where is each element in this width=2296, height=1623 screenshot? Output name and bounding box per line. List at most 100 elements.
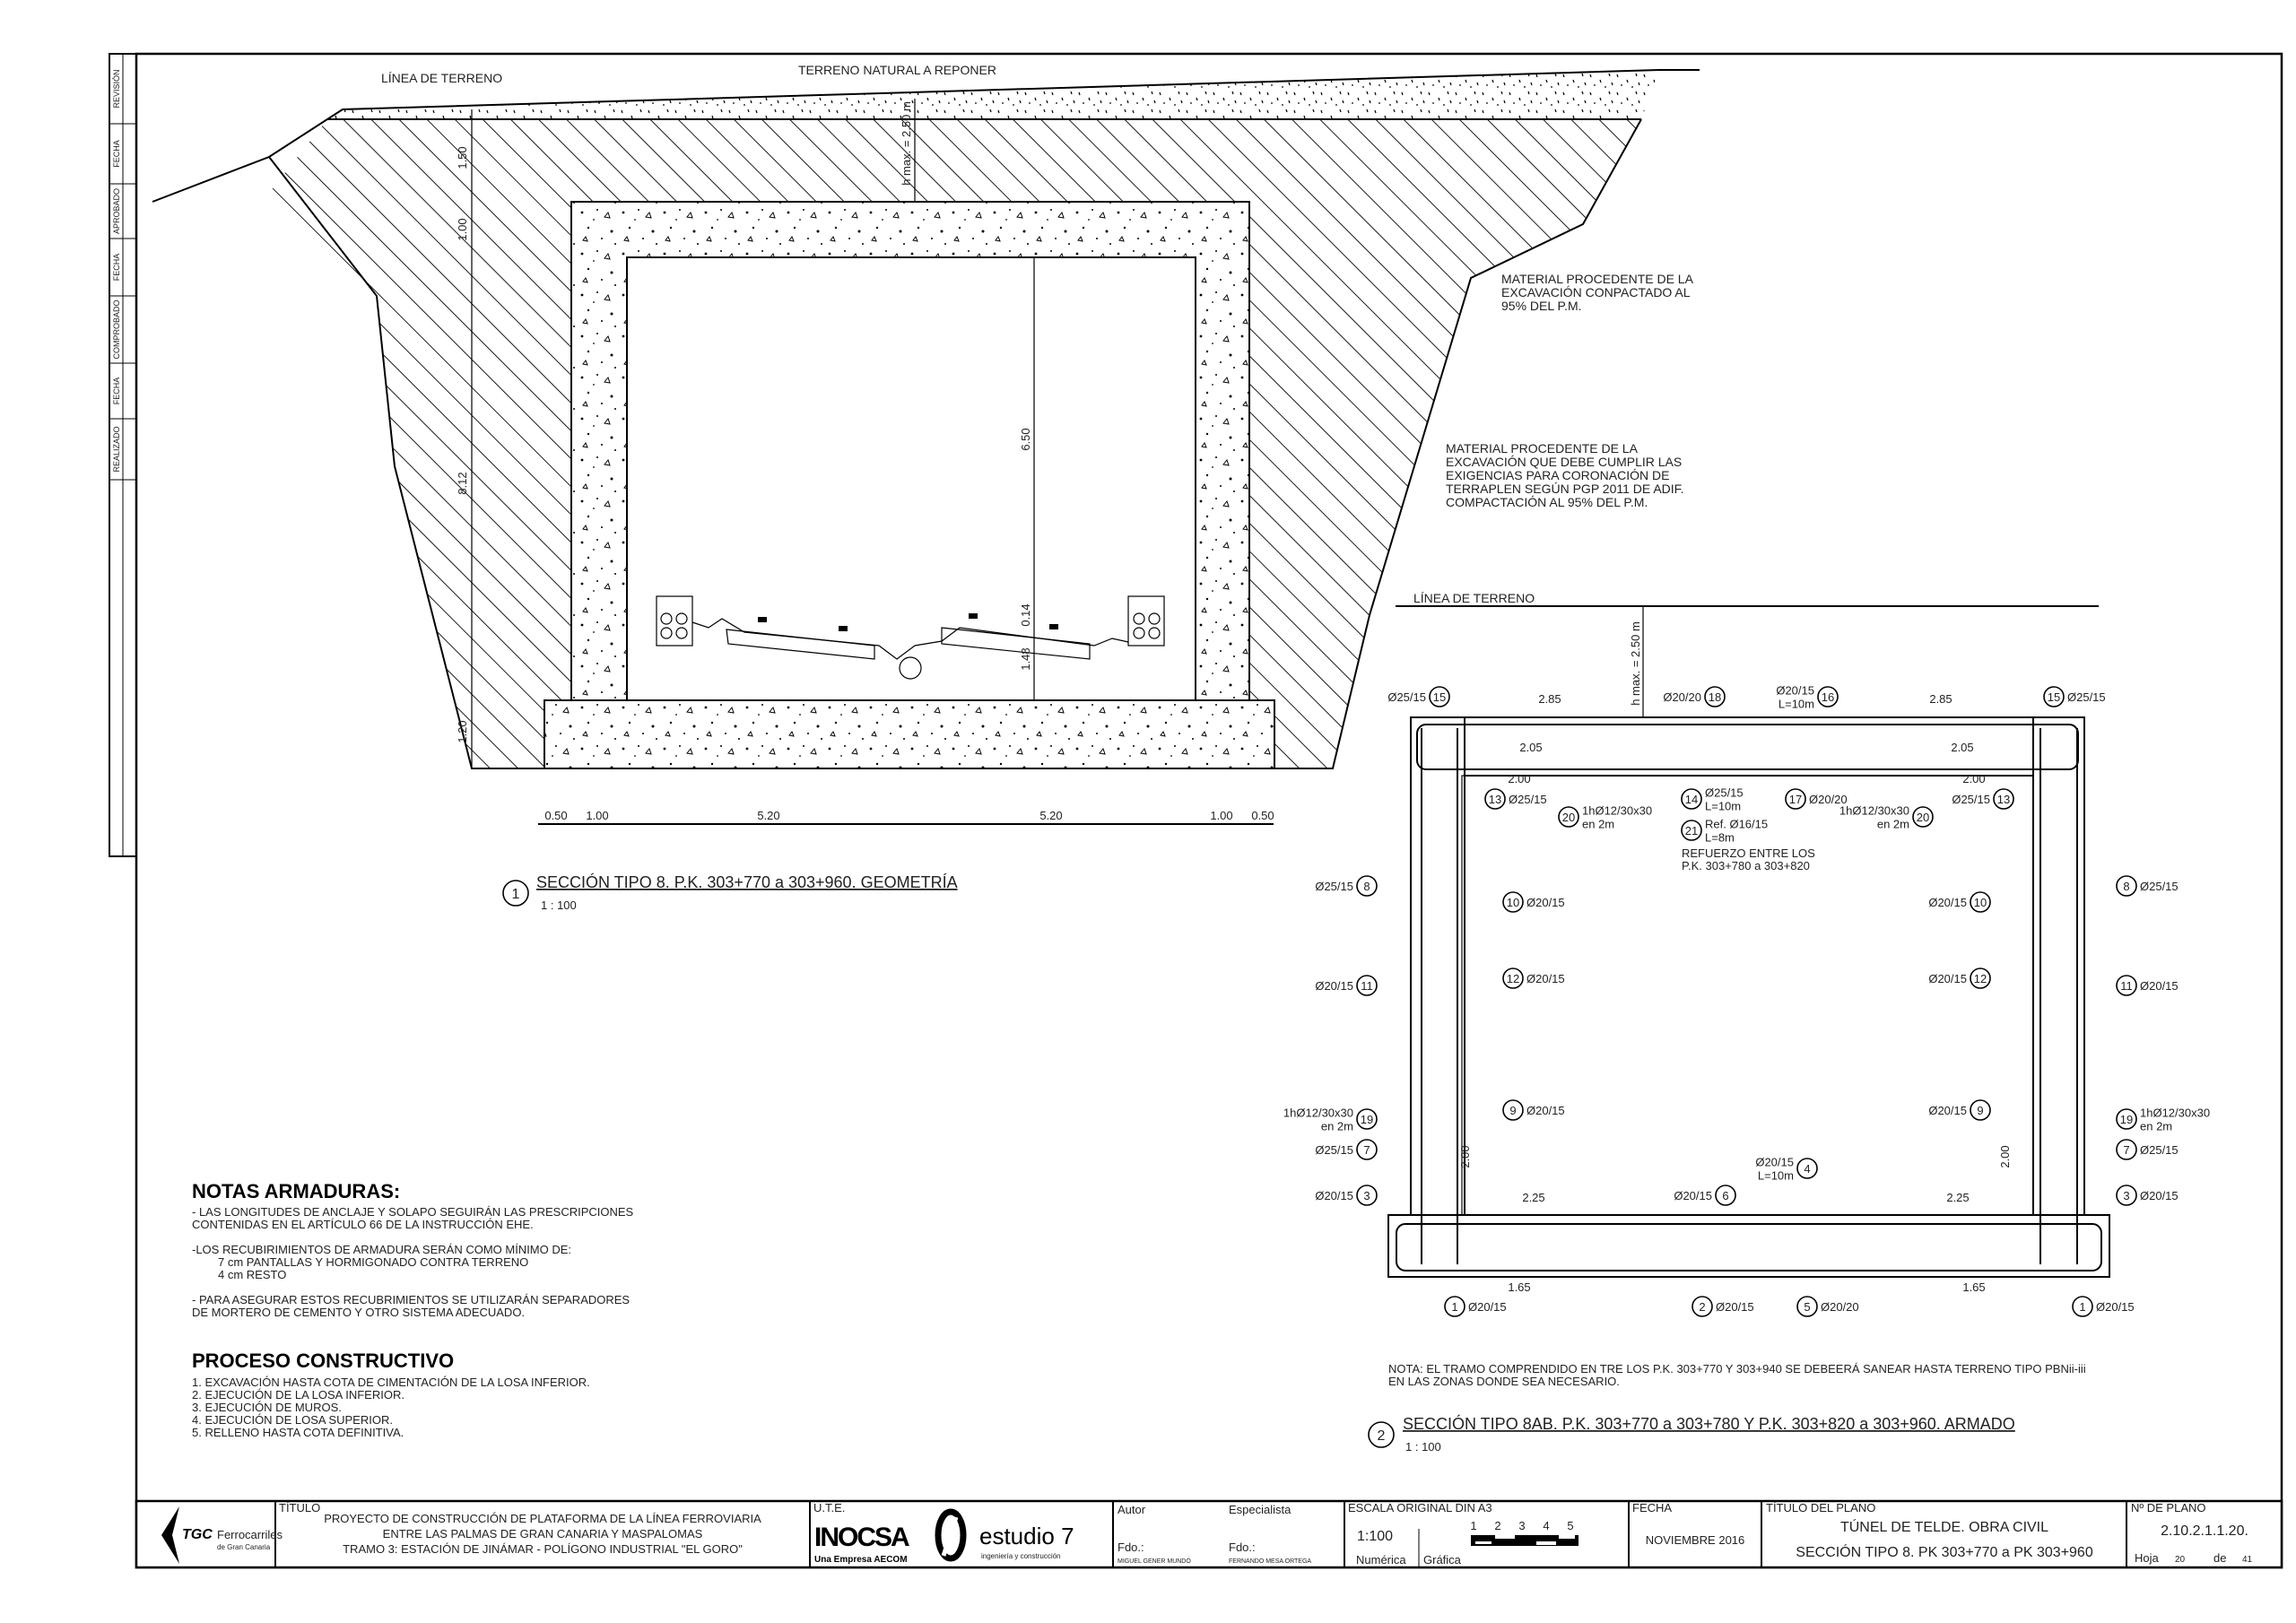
callout-number: 6 (1722, 1189, 1728, 1202)
callout-circle (1356, 875, 1378, 897)
project-title-line: ENTRE LAS PALMAS DE GRAN CANARIA Y MASPA… (383, 1527, 703, 1541)
callout-text: Ø20/15 (1716, 1300, 1754, 1314)
rail-icons (758, 613, 1058, 631)
dimension: 2.85 (1929, 692, 1952, 706)
client-name: Ferrocarriles (217, 1528, 283, 1541)
cable-duct-right (1127, 595, 1165, 647)
material-note-1: EXCAVACIÓN CONPACTADO AL (1501, 285, 1691, 299)
callout-text: Ø25/15 (1952, 793, 1990, 806)
autor-label: Autor (1118, 1503, 1146, 1516)
callout-circle (1970, 1099, 1991, 1121)
titulo-plano-label: TÍTULO DEL PLANO (1766, 1501, 1875, 1515)
callout-text: Ø25/15 (2140, 880, 2179, 893)
section-2-scale: 1 : 100 (1405, 1440, 1441, 1454)
title-block (135, 1499, 2283, 1569)
terrain-line-label: LÍNEA DE TERRENO (381, 71, 502, 85)
notes-line: 4 cm RESTO (218, 1268, 286, 1281)
notes-heading: NOTAS ARMADURAS: (192, 1180, 400, 1202)
callout-text: 1hØ12/30x30 (1839, 804, 1909, 818)
fdo-label: Fdo.: (1118, 1541, 1144, 1554)
track-bed (691, 618, 1129, 660)
dimension: 1.00 (456, 218, 469, 240)
callout-text: Ø20/15 (2096, 1300, 2135, 1314)
callout-circle (1817, 686, 1839, 707)
callout-circle (1912, 806, 1934, 828)
de-label: de (2213, 1551, 2226, 1565)
callout-circle (1785, 788, 1806, 810)
section-2-reinforcement (1387, 605, 2110, 1278)
revision-strip: REVISIÓNFECHAAPROBADOFECHACOMPROBADOFECH… (109, 53, 137, 857)
project-title-line: TRAMO 3: ESTACIÓN DE JINÁMAR - POLÍGONO … (343, 1542, 743, 1556)
notes-block: NOTAS ARMADURAS:- LAS LONGITUDES DE ANCL… (192, 1180, 634, 1439)
dimension: 0.14 (1019, 603, 1032, 626)
process-step: 4. EJECUCIÓN DE LOSA SUPERIOR. (192, 1413, 393, 1427)
notes-line: - PARA ASEGURAR ESTOS RECUBRIMIENTOS SE … (192, 1293, 630, 1306)
callout-text: Ø20/15 (2140, 1189, 2179, 1202)
revision-strip-label: APROBADO (112, 188, 121, 234)
dimension: 2.85 (1538, 692, 1561, 706)
callout-circle (1970, 968, 1991, 989)
callout-circle (1993, 788, 2014, 810)
callout-number: 16 (1822, 690, 1834, 704)
material-note-1: MATERIAL PROCEDENTE DE LA (1501, 272, 1694, 286)
revision-strip-label: FECHA (112, 378, 121, 405)
scale-tick: 4 (1543, 1519, 1549, 1532)
callout-number: 10 (1507, 896, 1519, 909)
callout-text: Ø25/15 (2067, 690, 2106, 704)
callout-circle (1356, 1108, 1378, 1130)
notes-line: DE MORTERO DE CEMENTO Y OTRO SISTEMA ADE… (192, 1306, 525, 1319)
callout-circle (1502, 1099, 1524, 1121)
rebar-callout: 7 Ø25/15 (1315, 1139, 1378, 1160)
dimension: 2.05 (1519, 741, 1542, 754)
callout-text: Ø20/15 (1468, 1300, 1507, 1314)
dimension: 8.12 (456, 472, 469, 494)
callout-text: Ø25/15 (1315, 1143, 1353, 1157)
callout-text: Ø20/15 (1526, 972, 1565, 985)
graphic-scale-bar (1471, 1535, 1578, 1546)
callout-circle (2043, 686, 2065, 707)
callout-text: en 2m (2140, 1120, 2172, 1133)
callout-circle (1356, 975, 1378, 996)
callout-text: en 2m (1877, 818, 1909, 831)
section-1-geometry (152, 69, 1700, 825)
material-note-2: TERRAPLEN SEGÚN PGP 2011 DE ADIF. (1446, 482, 1684, 496)
dimension: 1.00 (586, 809, 608, 822)
dimension: 2.05 (1951, 741, 1973, 754)
revision-strip-label: COMPROBADO (112, 299, 121, 359)
callout-text: Ø20/15 (1776, 684, 1814, 698)
callout-number: 12 (1507, 972, 1519, 985)
grafica-label: Gráfica (1423, 1553, 1462, 1567)
reinforcement-note: P.K. 303+780 a 303+820 (1682, 859, 1810, 872)
dimension: 6.50 (1019, 428, 1032, 450)
callout-text: Ø20/20 (1821, 1300, 1859, 1314)
callout-text: 1hØ12/30x30 (1283, 1107, 1353, 1120)
revision-strip-label: FECHA (112, 140, 121, 168)
callout-number: 21 (1685, 824, 1698, 838)
tunnel-base-slab (544, 699, 1275, 769)
callout-number: 7 (1363, 1143, 1370, 1157)
scale-tick: 2 (1494, 1519, 1500, 1532)
material-note-1: 95% DEL P.M. (1501, 299, 1582, 313)
callout-text: L=8m (1705, 831, 1735, 845)
callout-circle (2116, 1139, 2137, 1160)
material-note-2: EXIGENCIAS PARA CORONACIÓN DE (1446, 468, 1669, 482)
callout-number: 20 (1917, 811, 1929, 824)
dimension: 2.25 (1522, 1191, 1544, 1204)
callout-circle (2116, 1185, 2137, 1206)
callout-text: Ø20/15 (1526, 1104, 1565, 1117)
callout-circle (1484, 788, 1506, 810)
callout-circle (1681, 820, 1702, 841)
terrain-line-label: LÍNEA DE TERRENO (1413, 591, 1535, 605)
callout-circle (2116, 975, 2137, 996)
callout-number: 19 (1361, 1113, 1373, 1126)
callout-text: Ø20/15 (1674, 1189, 1712, 1202)
